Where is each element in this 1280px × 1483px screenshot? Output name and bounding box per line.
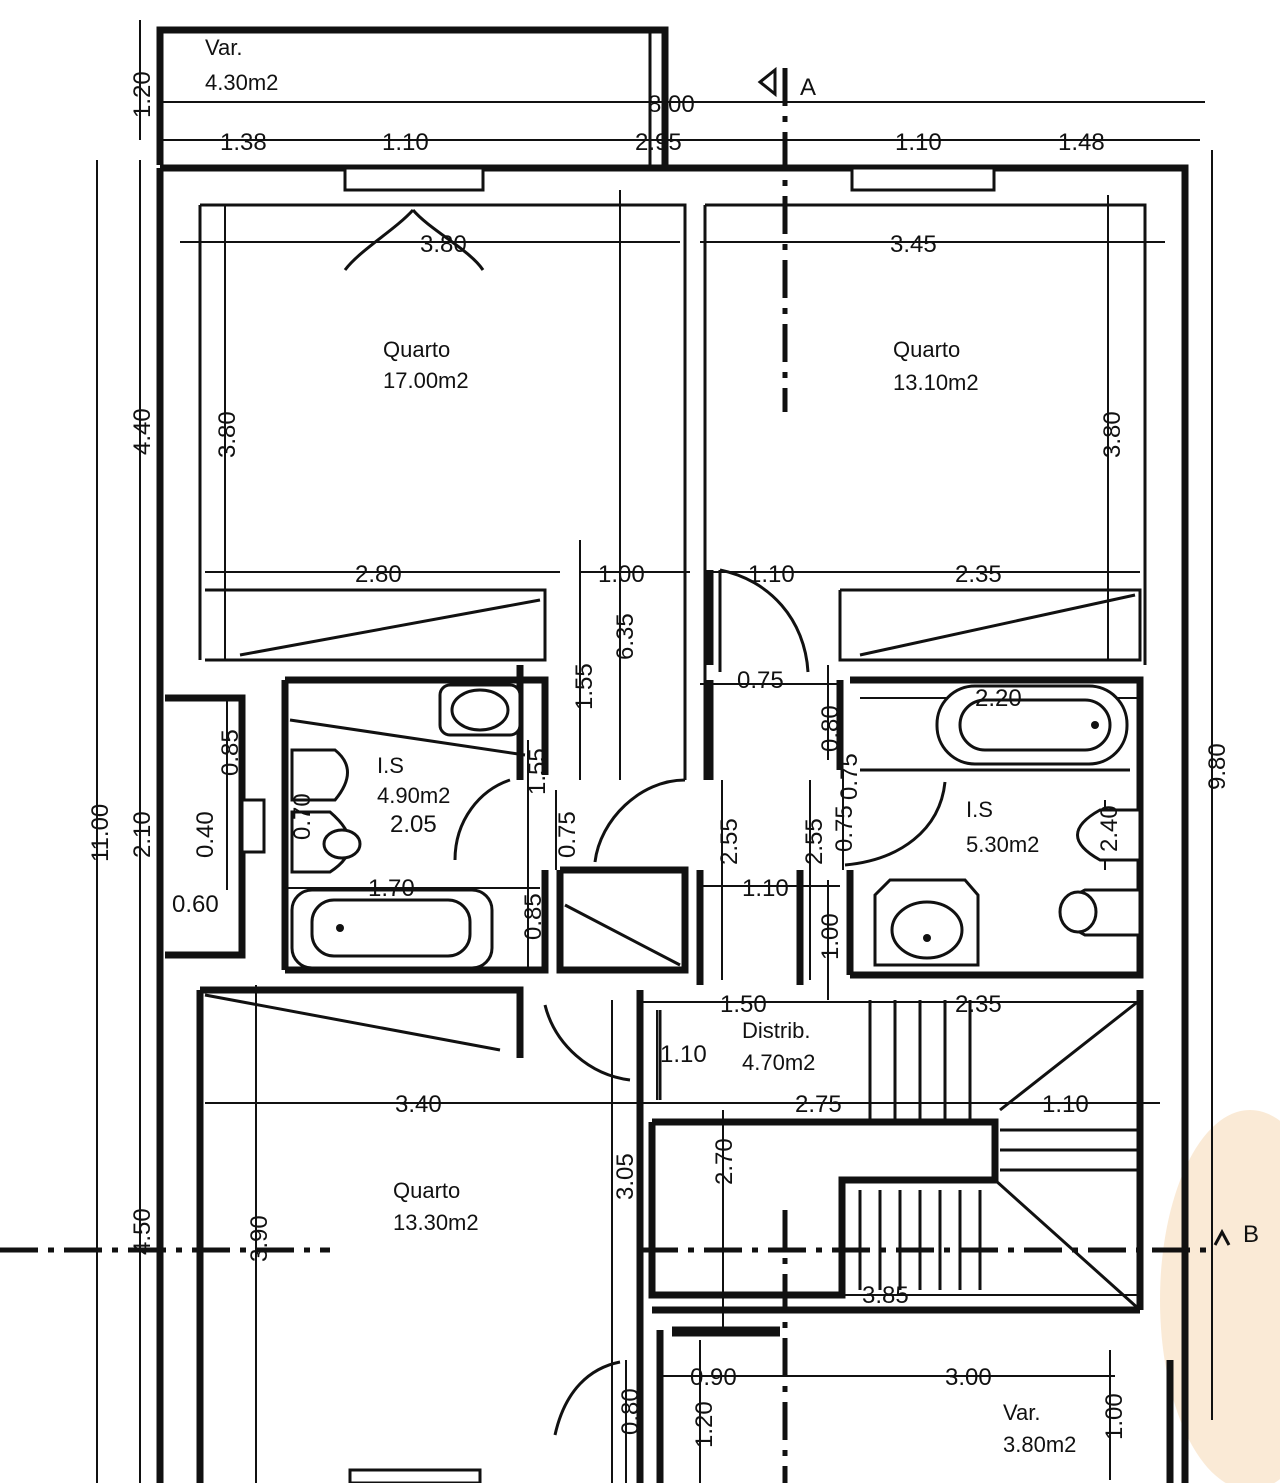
dim-is-e-075b: 0.75 (831, 805, 858, 852)
fixtures (290, 683, 1142, 970)
dim-left-1100: 11.00 (87, 804, 114, 862)
room-area-varanda-bottom: 3.80m2 (1003, 1432, 1076, 1457)
room-name-varanda-top: Var. (205, 35, 243, 60)
section-axes (0, 66, 1231, 1483)
dim-top-3: 2.95 (635, 129, 682, 156)
room-name-is-west: I.S (377, 753, 404, 778)
dim-ne-width: 3.45 (890, 231, 937, 258)
dim-top-1: 1.38 (220, 129, 267, 156)
dim-bot-300: 3.00 (945, 1364, 992, 1391)
section-labels: A B (800, 74, 1259, 1248)
dim-is-w-070: 0.70 (289, 793, 316, 840)
dimension-labels: 8.00 1.38 1.10 2.95 1.10 1.48 3.80 3.45 … (87, 71, 1231, 1448)
photo-glare (1160, 1110, 1280, 1483)
walls (156, 26, 1189, 1483)
dim-wardrobe-ne: 2.35 (955, 561, 1002, 588)
dim-stair-270: 2.70 (711, 1138, 738, 1185)
room-area-quarto-nw: 17.00m2 (383, 368, 469, 393)
room-name-quarto-nw: Quarto (383, 337, 450, 362)
dim-is-e-100: 1.00 (817, 913, 844, 960)
dimension-lines (96, 20, 1213, 1483)
room-labels: Var. 4.30m2 Quarto 17.00m2 Quarto 13.10m… (205, 35, 1076, 1457)
dim-bot-080: 0.80 (617, 1388, 644, 1435)
dim-left-040: 0.40 (192, 811, 219, 858)
dim-hall-top: 1.00 (598, 561, 645, 588)
room-name-quarto-ne: Quarto (893, 337, 960, 362)
dim-stair-385: 3.85 (862, 1282, 909, 1309)
dim-is-e-240: 2.40 (1096, 805, 1123, 852)
dim-right-980: 9.80 (1204, 743, 1231, 790)
dim-top-4: 1.10 (895, 129, 942, 156)
dim-distrib-110: 1.10 (660, 1041, 707, 1068)
dim-hall-110: 1.10 (742, 875, 789, 902)
dim-stair-305: 3.05 (612, 1153, 639, 1200)
dim-hall-255-b: 2.55 (801, 818, 828, 865)
dim-is-e-80: 0.80 (817, 705, 844, 752)
room-name-quarto-sw: Quarto (393, 1178, 460, 1203)
dim-left-085: 0.85 (217, 729, 244, 776)
dim-is-w-075: 0.75 (554, 811, 581, 858)
dim-nw-height: 3.80 (214, 411, 241, 458)
dim-left-120: 1.20 (129, 71, 156, 118)
stair-treads (858, 1000, 1140, 1290)
dim-top-5: 1.48 (1058, 129, 1105, 156)
dim-is-w-085: 0.85 (520, 893, 547, 940)
dim-bot-100: 1.00 (1101, 1393, 1128, 1440)
dim-wardrobe-nw: 2.80 (355, 561, 402, 588)
dim-distrib-235: 2.35 (955, 991, 1002, 1018)
dim-hall-255-a: 2.55 (716, 818, 743, 865)
dim-left-060: 0.60 (172, 891, 219, 918)
dim-sw-width: 3.40 (395, 1091, 442, 1118)
section-mark-a: A (800, 74, 816, 101)
dim-bot-120: 1.20 (691, 1401, 718, 1448)
room-area-distrib: 4.70m2 (742, 1050, 815, 1075)
dim-left-210: 2.10 (129, 811, 156, 858)
dim-bath-w: 1.70 (368, 875, 415, 902)
room-name-distrib: Distrib. (742, 1018, 810, 1043)
dim-top-2: 1.10 (382, 129, 429, 156)
room-name-varanda-bottom: Var. (1003, 1400, 1041, 1425)
room-area-quarto-sw: 13.30m2 (393, 1210, 479, 1235)
room-area-is-east: 5.30m2 (966, 832, 1039, 857)
dim-distrib-150: 1.50 (720, 991, 767, 1018)
dim-is-w-205: 2.05 (390, 811, 437, 838)
dim-closet-075: 0.75 (737, 667, 784, 694)
room-area-quarto-ne: 13.10m2 (893, 370, 979, 395)
dim-is-w-upper: 1.55 (571, 663, 598, 710)
dim-is-e-gap: 0.75 (836, 753, 863, 800)
dim-stair-110: 1.10 (1042, 1091, 1089, 1118)
doors (343, 208, 947, 1436)
dim-top-total: 8.00 (648, 91, 695, 118)
room-area-varanda-top: 4.30m2 (205, 70, 278, 95)
dim-bot-090: 0.90 (690, 1364, 737, 1391)
section-mark-b: B (1243, 1221, 1259, 1248)
room-name-is-east: I.S (966, 797, 993, 822)
dim-left-450: 4.50 (129, 1208, 156, 1255)
dim-left-440: 4.40 (129, 408, 156, 455)
dim-bath-e: 2.20 (975, 685, 1022, 712)
dim-sw-height: 3.90 (246, 1215, 273, 1262)
dim-is-w-door: 1.55 (524, 748, 551, 795)
dim-door-ne: 1.10 (748, 561, 795, 588)
dim-stair-275: 2.75 (795, 1091, 842, 1118)
dim-hall-len: 6.35 (612, 613, 639, 660)
dim-ne-height: 3.80 (1099, 411, 1126, 458)
dim-nw-width: 3.80 (420, 231, 467, 258)
room-area-is-west: 4.90m2 (377, 783, 450, 808)
